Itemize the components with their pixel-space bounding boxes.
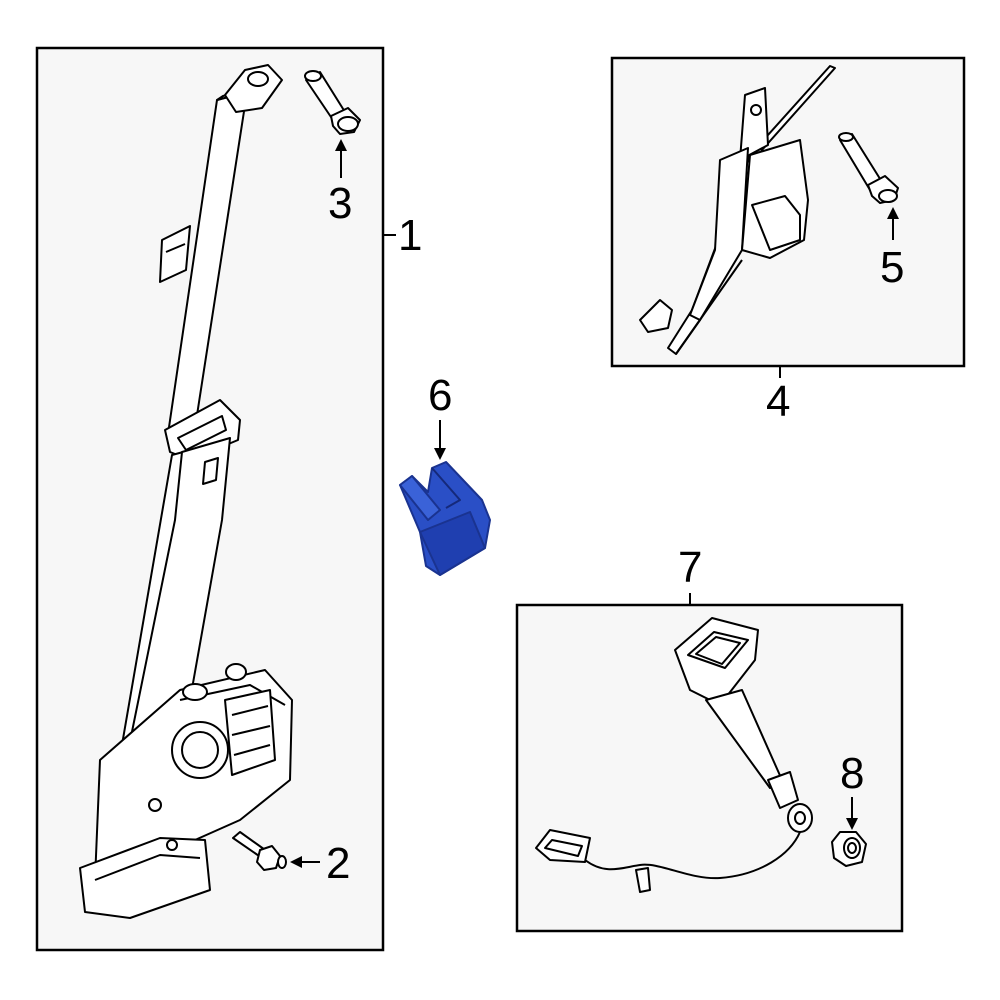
part-2-bolt xyxy=(232,831,287,871)
callout-1: 1 xyxy=(398,211,423,260)
callout-4: 4 xyxy=(766,377,791,426)
callout-2: 2 xyxy=(326,839,351,888)
callout-7: 7 xyxy=(678,543,703,592)
arrow-2 xyxy=(290,856,320,868)
part-3-bolt xyxy=(304,70,361,135)
arrow-3 xyxy=(335,139,347,178)
arrow-5 xyxy=(887,207,899,240)
part-6-cover-highlighted xyxy=(399,461,491,576)
callout-8: 8 xyxy=(840,749,865,798)
callout-5: 5 xyxy=(880,243,905,292)
part-4-trim-cover xyxy=(639,65,836,355)
part-5-bolt xyxy=(838,132,899,204)
callout-3: 3 xyxy=(328,179,353,228)
arrow-8 xyxy=(846,797,858,830)
seat-belt-retractor-assembly xyxy=(79,64,293,919)
part-8-nut xyxy=(831,831,867,867)
callout-6: 6 xyxy=(428,371,453,420)
arrow-6 xyxy=(434,420,446,460)
part-7-buckle xyxy=(535,617,813,893)
